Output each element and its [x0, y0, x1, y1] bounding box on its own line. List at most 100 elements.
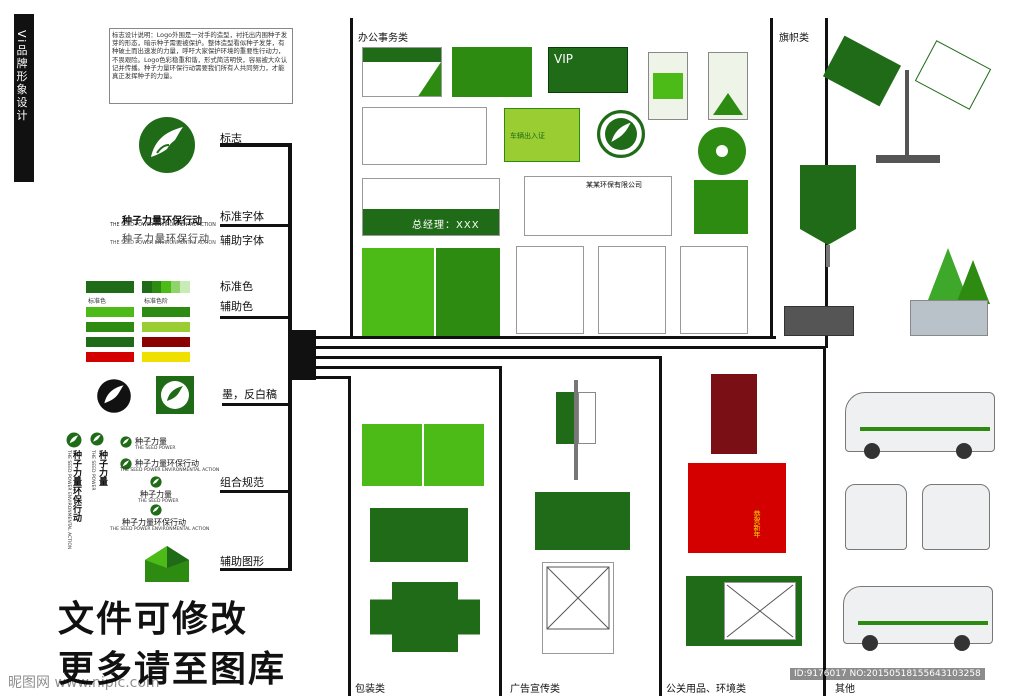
section-other: 其他: [835, 684, 855, 695]
hub-line-3: [316, 356, 661, 359]
poster-frame: [542, 562, 614, 654]
box-dieline: [370, 582, 480, 652]
combo-vertical-en-1: THE SEED POWER ENVIRONMENTAL ACTION: [66, 450, 71, 550]
flag-green: [822, 35, 902, 107]
promo-line-2: 更多请至图库: [58, 649, 287, 690]
color-swatch-2: [142, 307, 190, 317]
design-note-box: 标志设计说明：Logo外围是一对手的造型，衬托出内围种子发芽的形态，暗示种子需要…: [109, 28, 293, 104]
van-rear: [922, 484, 990, 550]
aux-shape-icon: [145, 546, 189, 582]
letterhead-strip: [362, 178, 500, 236]
cd-sleeve: [694, 180, 748, 234]
invitation-card: [711, 374, 757, 454]
pkg-left: [348, 376, 351, 696]
letter-paper-2: [598, 246, 666, 334]
pole-banner-green: [556, 392, 574, 444]
label-aux-font: 辅助字体: [220, 234, 264, 247]
color-swatch-5: [86, 337, 134, 347]
combo-h-cn-3: 种子力量: [140, 490, 172, 499]
branch-logo: [220, 143, 290, 147]
letter-paper-3: [680, 246, 748, 334]
board-placeholder-icon: [726, 584, 794, 638]
combo-h-en-3: THE SEED POWER: [138, 499, 179, 504]
folder-1: [362, 248, 434, 336]
business-card-back: [452, 47, 532, 97]
color-swatch-7: [86, 352, 134, 362]
van-side-1: [845, 392, 995, 459]
label-aux-shape: 辅助图形: [220, 555, 264, 568]
vip-card-label: VIP: [554, 52, 573, 66]
flag-white: [914, 40, 992, 110]
hub-line-1: [316, 336, 776, 339]
branch-std-font: [220, 224, 290, 227]
flag-stand-base: [876, 155, 940, 163]
envelope: [362, 107, 487, 165]
color-swatch-4: [142, 322, 190, 332]
watermark-id: ID:9176017 NO:20150518155643103258: [790, 668, 985, 680]
flag-stand-pole: [905, 70, 909, 160]
watermark-site: 昵图网 www.nipic.com: [8, 675, 160, 691]
section-packaging: 包装类: [355, 684, 385, 695]
combo-h-en-4: THE SEED POWER ENVIRONMENTAL ACTION: [110, 527, 210, 532]
red-packet: [688, 463, 786, 553]
work-badge-2: [708, 52, 748, 120]
section-pr: 公关用品、环境类: [666, 684, 746, 695]
pole-banner-white: [578, 392, 596, 444]
design-note-text: 标志设计说明：Logo外围是一对手的造型，衬托出内围种子发芽的形态，暗示种子需要…: [112, 31, 288, 81]
logo-icon: [139, 117, 195, 173]
shopping-bag-2: [424, 424, 484, 486]
label-std-color: 标准色: [220, 280, 253, 293]
pkg-right: [499, 366, 502, 696]
vehicle-pass: [504, 108, 580, 162]
aux-font-cn: 种子力量环保行动: [122, 234, 210, 245]
staff-id-card: [524, 176, 672, 236]
vi-title: Vi品牌形象设计: [15, 30, 28, 123]
reverse-logo-icon: [161, 381, 189, 409]
hanging-banner: [800, 165, 856, 245]
company-name: 某某环保有限公司: [586, 181, 642, 189]
combo-vertical-cn-2: 种子力量: [97, 450, 107, 486]
combo-h-logo-2: [120, 458, 132, 470]
manager-text: 总经理：XXX: [412, 220, 480, 231]
adv-right: [659, 356, 662, 696]
section-advertising: 广告宣传类: [510, 684, 560, 695]
combo-h-cn-1: 种子力量: [135, 437, 167, 446]
billboard: [535, 492, 630, 550]
color-swatch-1: [86, 307, 134, 317]
combo-h-en-1: THE SEED POWER: [135, 446, 176, 451]
office-left: [350, 18, 353, 338]
promo-line-1: 文件可修改: [58, 599, 249, 640]
work-badge-1: [648, 52, 688, 120]
branch-aux-shape: [220, 568, 290, 571]
branch-std-color: [220, 316, 290, 319]
branch-combo: [220, 490, 290, 493]
combo-h-logo-3: [150, 476, 162, 488]
color-caption-grad: 标准色阶: [144, 298, 169, 305]
vi-title-bar: [14, 14, 34, 182]
combo-h-cn-2: 种子力量环保行动: [135, 459, 199, 468]
branch-ink: [222, 403, 290, 406]
hub-block: [290, 330, 316, 380]
color-gradient: [142, 281, 190, 293]
vip-card: [548, 47, 628, 93]
color-swatch-3: [86, 322, 134, 332]
cd-disc-icon: [698, 127, 746, 175]
label-ink: 墨，反白稿: [222, 388, 277, 401]
office-right: [770, 18, 773, 338]
hub-line-4: [316, 366, 501, 369]
combo-h-logo-4: [150, 504, 162, 516]
banner-stand-pole: [826, 245, 830, 267]
section-office: 办公事务类: [358, 33, 408, 44]
combo-vertical-en-2: THE SEED POWER: [90, 450, 95, 491]
pr-right: [823, 346, 826, 696]
hub-line-2: [316, 346, 826, 349]
hub-line-5: [316, 376, 351, 379]
color-caption-std: 标准色: [88, 298, 107, 305]
section-flags: 旗帜类: [779, 33, 809, 44]
tree-2: [956, 260, 990, 304]
business-card-front: [362, 47, 442, 97]
box-sleeve: [370, 508, 468, 562]
building: [910, 300, 988, 336]
letter-paper-1: [516, 246, 584, 334]
poster-placeholder-icon: [546, 566, 610, 630]
